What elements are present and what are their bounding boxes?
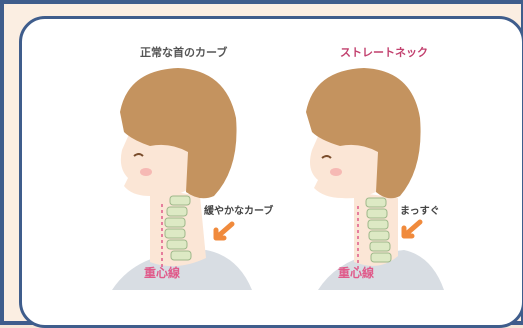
left-center-line-label: 重心線: [144, 264, 180, 281]
right-arrow-icon: [404, 222, 420, 236]
left-arrow-icon: [216, 224, 232, 238]
straight-neck-figure: [306, 68, 444, 290]
left-cheek: [140, 168, 152, 176]
gentle-curve-label: 緩やかなカーブ: [204, 202, 273, 217]
normal-curve-title: 正常な首のカーブ: [140, 44, 227, 60]
straight-label: まっすぐ: [400, 202, 440, 217]
right-center-line-label: 重心線: [338, 264, 374, 281]
normal-neck-figure: [112, 68, 252, 290]
straight-neck-title: ストレートネック: [340, 44, 428, 60]
right-cheek: [330, 168, 342, 176]
